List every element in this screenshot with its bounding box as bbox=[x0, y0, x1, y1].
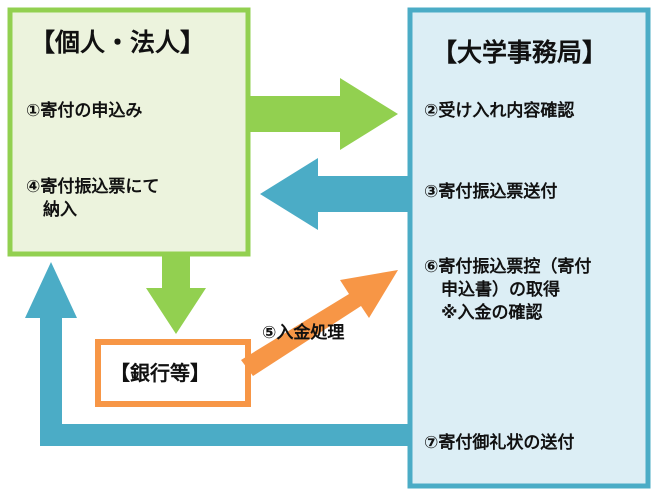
bank-box-title: 【銀行等】 bbox=[110, 361, 210, 385]
step-1-label: ①寄付の申込み bbox=[26, 101, 143, 121]
arrow-thank-you-letter bbox=[25, 262, 410, 446]
donor-box bbox=[7, 7, 251, 257]
arrow-donation-application bbox=[248, 78, 398, 150]
arrow-deposit-processing bbox=[241, 270, 398, 376]
arrow-send-transfer-slip bbox=[260, 158, 410, 230]
step-6-label: ⑥寄付振込票控（寄付 申込書）の取得 ※入金の確認 bbox=[424, 257, 592, 323]
university-office-title: 【大学事務局】 bbox=[432, 38, 608, 67]
university-office-box bbox=[407, 7, 651, 489]
bank-box bbox=[95, 339, 251, 407]
step-4-label: ④寄付振込票にて 納入 bbox=[26, 177, 160, 220]
arrow-payment-to-bank bbox=[146, 254, 206, 334]
donor-box-title: 【個人・法人】 bbox=[30, 28, 206, 57]
step-2-label: ②受け入れ内容確認 bbox=[424, 101, 575, 121]
step-5-label: ⑤入金処理 bbox=[262, 323, 345, 343]
step-7-label: ⑦寄付御礼状の送付 bbox=[424, 433, 575, 453]
step-3-label: ③寄付振込票送付 bbox=[424, 182, 558, 202]
